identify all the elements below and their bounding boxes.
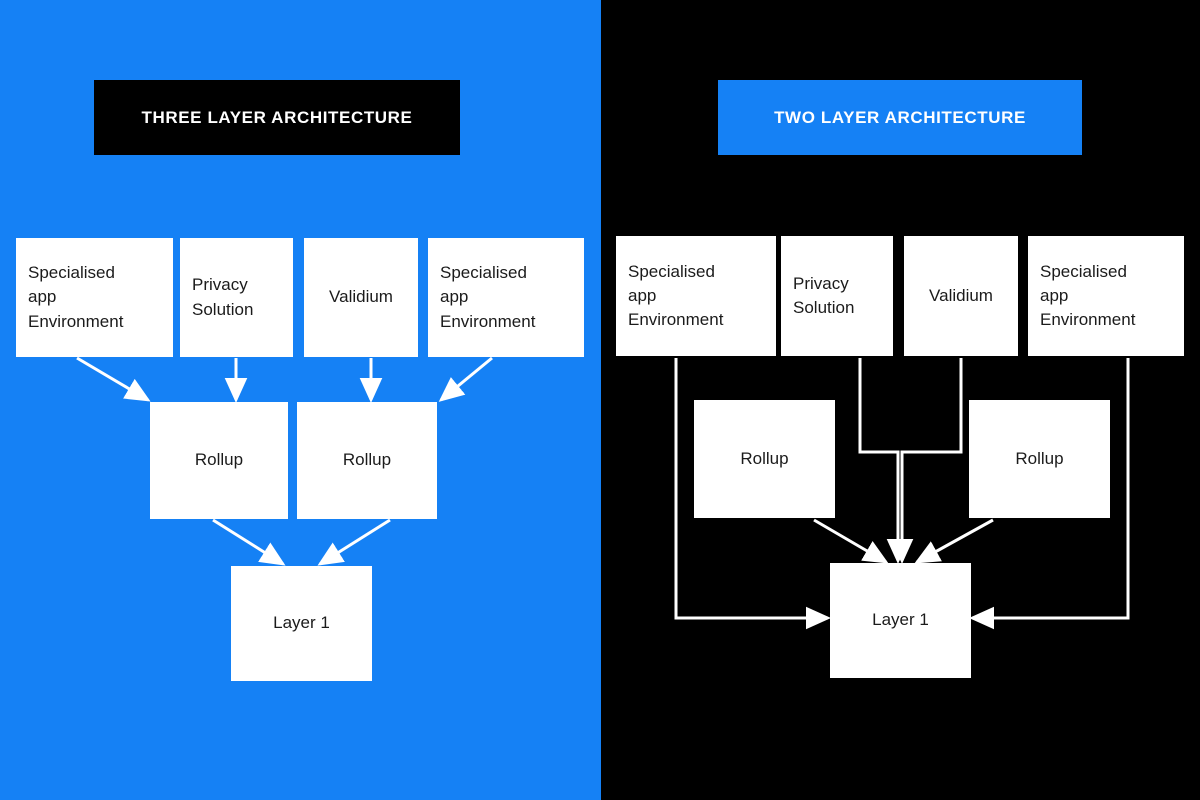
right-node-rollup-2[interactable]: Rollup bbox=[969, 400, 1110, 518]
left-node-privacy-solution[interactable]: Privacy Solution bbox=[180, 238, 293, 357]
right-node-specialised-app-environment-1[interactable]: Specialised app Environment bbox=[616, 236, 776, 356]
two-layer-title-banner: TWO LAYER ARCHITECTURE bbox=[718, 80, 1082, 155]
left-node-validium[interactable]: Validium bbox=[304, 238, 418, 357]
left-node-specialised-app-environment-1[interactable]: Specialised app Environment bbox=[16, 238, 173, 357]
right-node-privacy-solution[interactable]: Privacy Solution bbox=[781, 236, 893, 356]
left-node-layer-1[interactable]: Layer 1 bbox=[231, 566, 372, 681]
right-node-validium[interactable]: Validium bbox=[904, 236, 1018, 356]
left-node-specialised-app-environment-2[interactable]: Specialised app Environment bbox=[428, 238, 584, 357]
left-node-rollup-2[interactable]: Rollup bbox=[297, 402, 437, 519]
right-node-specialised-app-environment-2[interactable]: Specialised app Environment bbox=[1028, 236, 1184, 356]
left-node-rollup-1[interactable]: Rollup bbox=[150, 402, 288, 519]
right-node-layer-1[interactable]: Layer 1 bbox=[830, 563, 971, 678]
right-node-rollup-1[interactable]: Rollup bbox=[694, 400, 835, 518]
three-layer-title-banner: THREE LAYER ARCHITECTURE bbox=[94, 80, 460, 155]
